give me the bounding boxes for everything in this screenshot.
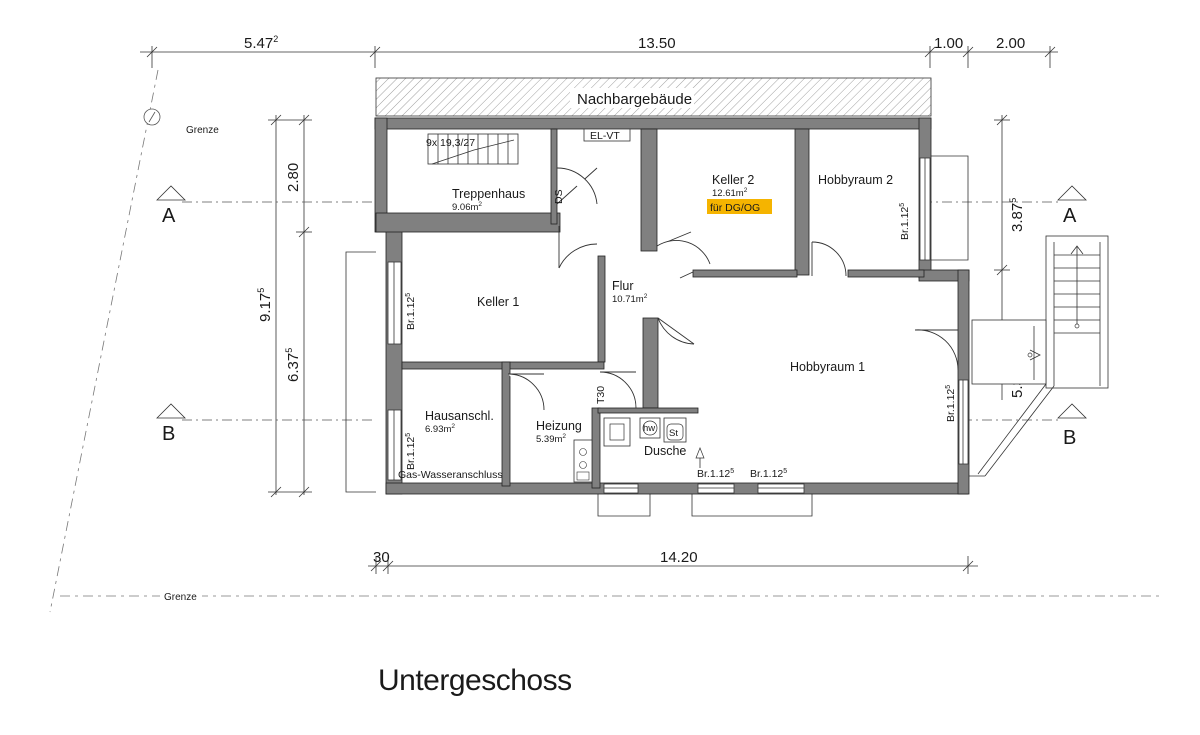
dim-left-lower: 6.37	[285, 353, 302, 382]
dim-left-total-sup: 5	[256, 288, 266, 293]
label-st: St	[669, 428, 678, 439]
svg-text:12.61m2: 12.61m2	[712, 187, 748, 199]
dim-top-main: 13.50	[638, 35, 676, 52]
dim-left-total: 9.17	[257, 293, 274, 322]
room-area-flur-sup: 2	[644, 293, 648, 300]
room-area-stair: 9.06m	[452, 202, 478, 213]
border-label-top: Grenze	[186, 125, 219, 136]
neighbor-building: Nachbargebäude	[375, 77, 932, 117]
section-mark-a-right: A	[1063, 205, 1077, 227]
fixtures	[573, 128, 705, 483]
left-dimension-lines: 2.80 9.175 6.375	[256, 114, 312, 498]
room-area-hausanschl-sup: 2	[451, 423, 455, 430]
section-mark-b-right: B	[1063, 427, 1076, 449]
window-label-hobby1: Br.1.12	[945, 389, 957, 422]
svg-text:Br.1.125: Br.1.125	[405, 433, 417, 470]
label-ds: DS	[553, 189, 565, 204]
room-name-hobby2: Hobbyraum 2	[818, 173, 893, 187]
window-label-hobby2-sup: 5	[899, 203, 906, 207]
section-lines: A B A B	[156, 185, 1087, 449]
top-dimension-line: 5.472 13.50 1.00 2.00	[140, 34, 1058, 68]
window-label-dusche: Br.1.12	[697, 468, 730, 480]
room-area-stair-sup: 2	[478, 201, 482, 208]
svg-text:Br.1.125: Br.1.125	[405, 293, 417, 330]
room-name-flur: Flur	[612, 279, 634, 293]
label-t30: T30	[595, 386, 607, 404]
dim-top-left: 5.47	[244, 35, 273, 52]
stair-note: 9x 19,3/27	[426, 137, 475, 149]
svg-text:5.39m2: 5.39m2	[536, 433, 566, 445]
svg-text:6.93m2: 6.93m2	[425, 423, 455, 435]
label-hw: hw	[643, 423, 655, 434]
section-mark-a-left: A	[162, 205, 176, 227]
dim-right-upper-sup: 5	[1008, 198, 1018, 203]
dim-left-lower-sup: 5	[284, 348, 294, 353]
dim-left-upper: 2.80	[285, 163, 302, 192]
svg-text:9.06m2: 9.06m2	[452, 201, 482, 213]
svg-text:Br.1.125: Br.1.125	[945, 385, 957, 422]
window-label-hausanschl-sup: 5	[405, 433, 412, 437]
svg-text:5.472: 5.472	[244, 34, 278, 52]
svg-text:10.71m2: 10.71m2	[612, 293, 648, 305]
svg-text:Br.1.125: Br.1.125	[899, 203, 911, 240]
svg-text:Br.1.125: Br.1.125	[697, 468, 734, 480]
windows	[387, 157, 969, 494]
dim-right-upper: 3.87	[1009, 203, 1026, 232]
window-labels: Br.1.125 Br.1.125 Br.1.125 Br.1.125 Br.1…	[405, 203, 957, 480]
room-name-stair: Treppenhaus	[452, 187, 525, 201]
svg-text:6.375: 6.375	[284, 348, 302, 382]
window-label-keller1-sup: 5	[405, 293, 412, 297]
dim-top-right-2: 2.00	[996, 35, 1025, 52]
page-title: Untergeschoss	[378, 664, 572, 697]
window-label-hobby2: Br.1.12	[899, 207, 911, 240]
room-labels: 9x 19,3/27 Treppenhaus 9.06m2 Keller 2 1…	[398, 130, 893, 481]
dim-bottom-left: 30	[373, 549, 390, 566]
svg-text:Br.1.125: Br.1.125	[750, 468, 787, 480]
room-name-keller1: Keller 1	[477, 295, 519, 309]
window-label-hobby1-south-sup: 5	[783, 468, 787, 475]
window-label-dusche-sup: 5	[730, 468, 734, 475]
neighbor-label: Nachbargebäude	[577, 91, 692, 108]
section-mark-b-left: B	[162, 423, 175, 445]
room-name-heizung: Heizung	[536, 419, 582, 433]
room-name-gas: Gas-Wasseranschluss	[398, 469, 503, 481]
room-area-heizung-sup: 2	[562, 433, 566, 440]
svg-text:3.875: 3.875	[1008, 198, 1026, 232]
window-label-hausanschl: Br.1.12	[405, 437, 417, 470]
doors	[507, 167, 959, 411]
room-name-hobby1: Hobbyraum 1	[790, 360, 865, 374]
room-area-keller2-sup: 2	[744, 187, 748, 194]
window-label-hobby1-south: Br.1.12	[750, 468, 783, 480]
room-name-keller2: Keller 2	[712, 173, 754, 187]
light-wells	[345, 155, 969, 517]
window-label-hobby1-sup: 5	[945, 385, 952, 389]
label-elvt: EL-VT	[590, 130, 620, 142]
dim-bottom-main: 14.20	[660, 549, 698, 566]
room-name-dusche: Dusche	[644, 444, 686, 458]
dim-top-left-sup: 2	[273, 34, 278, 44]
keller2-tag-highlight	[707, 199, 772, 214]
border-label-bottom: Grenze	[164, 592, 197, 603]
window-label-keller1: Br.1.12	[405, 297, 417, 330]
room-area-flur: 10.71m	[612, 294, 644, 305]
room-area-heizung: 5.39m	[536, 434, 562, 445]
bottom-dimension-line: 30 14.20	[368, 549, 978, 574]
interior-stair	[427, 133, 519, 165]
room-area-hausanschl: 6.93m	[425, 424, 451, 435]
property-border: Grenze Grenze	[49, 69, 1160, 613]
svg-text:9.175: 9.175	[256, 288, 274, 322]
room-name-hausanschl: Hausanschl.	[425, 409, 494, 423]
room-tag-keller2: für DG/OG	[710, 202, 760, 214]
outdoor-stair	[968, 235, 1109, 477]
dim-top-right-1: 1.00	[934, 35, 963, 52]
room-area-keller2: 12.61m	[712, 188, 744, 199]
